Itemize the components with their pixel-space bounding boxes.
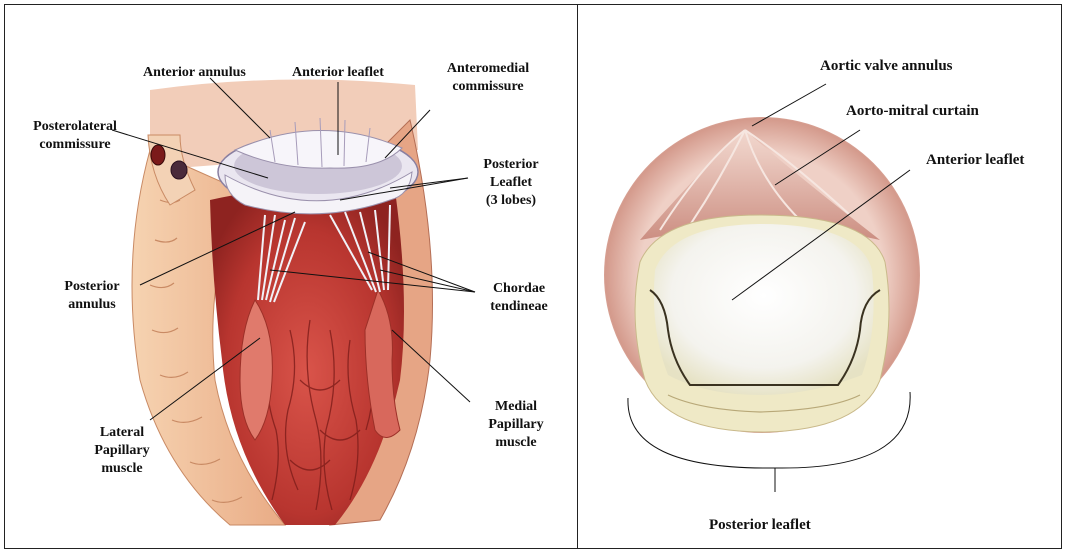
label-line: tendineae	[478, 298, 560, 316]
label-posterior-leaflet-right: Posterior leaflet	[709, 516, 811, 534]
label-anterior-annulus: Anterior annulus	[143, 64, 246, 82]
label-line: Anteromedial	[430, 60, 546, 78]
label-line: commissure	[16, 136, 134, 154]
label-aortic-valve-annulus: Aortic valve annulus	[820, 57, 953, 75]
label-line: Chordae	[478, 280, 560, 298]
label-line: (3 lobes)	[470, 192, 552, 210]
label-line: muscle	[476, 434, 556, 452]
label-line: Medial	[476, 398, 556, 416]
label-line: Posterior	[470, 156, 552, 174]
label-line: muscle	[82, 460, 162, 478]
label-medial-papillary-muscle: Medial Papillary muscle	[476, 398, 556, 452]
left-heart-illustration	[132, 80, 433, 525]
label-posterolateral-commissure: Posterolateral commissure	[16, 118, 134, 154]
label-line: commissure	[430, 78, 546, 96]
label-anteromedial-commissure: Anteromedial commissure	[430, 60, 546, 96]
label-line: Lateral	[82, 424, 162, 442]
label-line: Leaflet	[470, 174, 552, 192]
label-line: Papillary	[476, 416, 556, 434]
anterior-leaflet-surface	[654, 224, 874, 395]
label-posterior-annulus: Posterior annulus	[52, 278, 132, 314]
label-line: Posterolateral	[16, 118, 134, 136]
coronary-vein-icon	[171, 161, 187, 179]
label-lateral-papillary-muscle: Lateral Papillary muscle	[82, 424, 162, 478]
label-posterior-leaflet: Posterior Leaflet (3 lobes)	[470, 156, 552, 210]
label-line: annulus	[52, 296, 132, 314]
label-anterior-leaflet-right: Anterior leaflet	[926, 151, 1024, 169]
label-anterior-leaflet: Anterior leaflet	[292, 64, 384, 82]
label-aorto-mitral-curtain: Aorto-mitral curtain	[846, 102, 979, 120]
label-line: Posterior	[52, 278, 132, 296]
right-valve-illustration	[604, 117, 920, 433]
coronary-artery-icon	[151, 145, 165, 165]
label-chordae-tendineae: Chordae tendineae	[478, 280, 560, 316]
label-line: Papillary	[82, 442, 162, 460]
